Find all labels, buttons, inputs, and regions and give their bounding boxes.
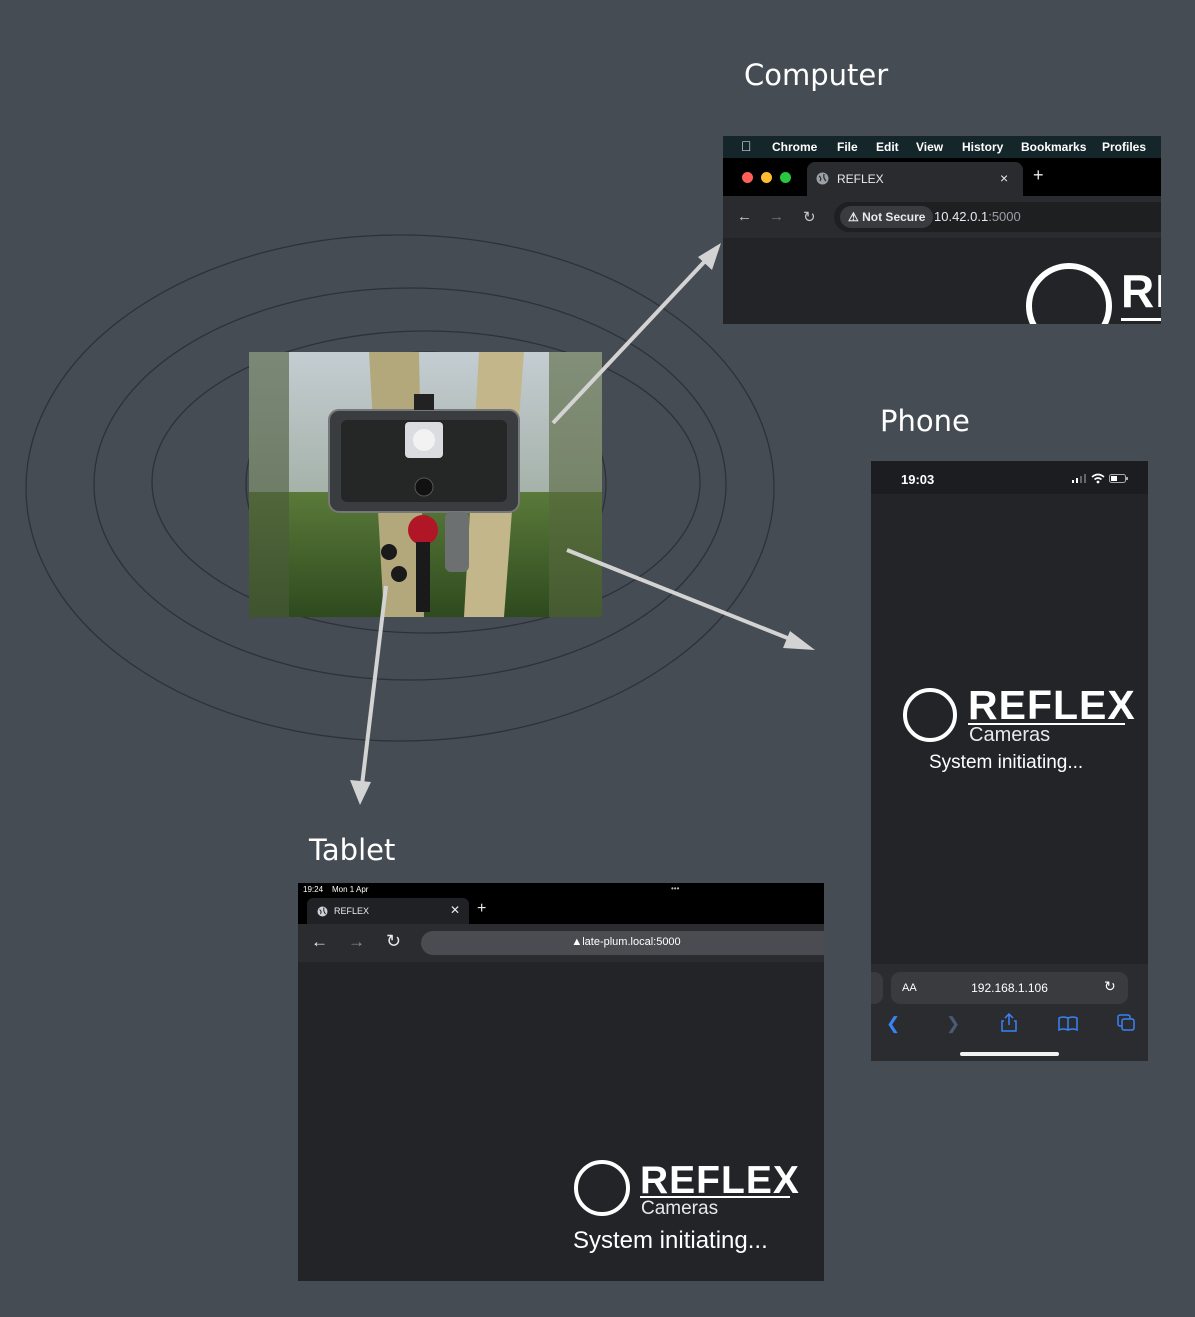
reflex-logo-ring-icon xyxy=(1026,263,1112,324)
close-tab-button[interactable]: ✕ xyxy=(450,903,461,917)
arrow-to-tablet xyxy=(360,585,388,786)
tablet-label: Tablet xyxy=(309,833,396,867)
camera-photo xyxy=(249,352,602,617)
tabs-icon[interactable] xyxy=(1117,1014,1135,1031)
computer-label: Computer xyxy=(744,58,889,92)
url-text: 10.42.0.1:5000 xyxy=(934,209,1021,224)
menu-edit[interactable]: Edit xyxy=(876,140,899,154)
logo-subtitle: Cameras xyxy=(969,724,1051,746)
mac-menu-bar:  Chrome File Edit View History Bookmark… xyxy=(723,136,1161,158)
logo-wordmark-partial: RI xyxy=(1121,265,1161,317)
address-bar[interactable]: ⚠ Not Secure 10.42.0.1:5000 xyxy=(834,202,1161,232)
arrow-to-phone-head xyxy=(783,631,815,650)
phone-time: 19:03 xyxy=(901,472,935,487)
text-size-button[interactable]: AA xyxy=(902,982,917,994)
share-icon[interactable] xyxy=(1001,1013,1017,1032)
tab-title: REFLEX xyxy=(334,906,370,916)
safari-bottom-bar: AA 192.168.1.106 ↻ ❮ ❯ xyxy=(871,964,1148,1061)
menu-profiles[interactable]: Profiles xyxy=(1102,140,1147,154)
menu-view[interactable]: View xyxy=(916,140,944,154)
globe-icon xyxy=(317,906,328,917)
tab-strip: REFLEX × + xyxy=(723,158,1161,196)
new-tab-button[interactable]: + xyxy=(1033,165,1044,185)
apple-icon[interactable]:  xyxy=(741,138,752,154)
close-window-button[interactable] xyxy=(742,172,753,183)
ring-2 xyxy=(151,330,701,634)
battery-icon xyxy=(1109,474,1128,483)
url-text: late-plum.local:5000 xyxy=(582,936,681,948)
back-arrow-icon[interactable]: ← xyxy=(737,208,752,225)
logo-underline xyxy=(968,723,1125,725)
url-row: ▲late-plum.local:5000 xyxy=(421,936,824,948)
menu-file[interactable]: File xyxy=(837,140,858,154)
tablet-status-bar: 19:24 Mon 1 Apr ••• xyxy=(298,883,824,896)
tab-reflex[interactable]: REFLEX ✕ xyxy=(307,898,469,924)
browser-toolbar: ← → ↻ ⚠ Not Secure 10.42.0.1:5000 xyxy=(723,196,1161,238)
forward-arrow-icon[interactable]: → xyxy=(769,208,784,225)
address-bar[interactable]: ▲late-plum.local:5000 xyxy=(421,931,824,955)
wifi-icon xyxy=(1091,473,1105,484)
tab-reflex[interactable]: REFLEX × xyxy=(807,162,1023,196)
minimize-window-button[interactable] xyxy=(761,172,772,183)
address-bar[interactable]: AA 192.168.1.106 ↻ xyxy=(891,972,1128,1004)
close-tab-button[interactable]: × xyxy=(1000,170,1009,186)
tablet-time: 19:24 xyxy=(303,885,324,894)
ring-4 xyxy=(25,234,775,742)
phone-label: Phone xyxy=(880,404,970,438)
forward-chevron-icon[interactable]: ❯ xyxy=(946,1014,961,1033)
home-indicator xyxy=(960,1052,1059,1056)
forward-arrow-icon[interactable]: → xyxy=(348,932,365,951)
phone-status-bar: 19:03 xyxy=(871,461,1148,494)
logo-underline xyxy=(640,1196,790,1198)
multitasking-dots[interactable]: ••• xyxy=(671,884,680,893)
arrow-to-tablet-head xyxy=(350,780,371,805)
new-tab-button[interactable]: + xyxy=(477,900,487,917)
not-secure-chip[interactable]: ⚠ Not Secure xyxy=(840,206,934,228)
reflex-logo-ring-icon xyxy=(903,688,957,742)
url-text: 192.168.1.106 xyxy=(971,981,1048,995)
menu-bookmarks[interactable]: Bookmarks xyxy=(1021,140,1087,154)
previous-tab-edge xyxy=(871,972,883,1004)
globe-icon xyxy=(816,172,829,185)
signal-icon xyxy=(1072,474,1086,483)
tablet-browser: 19:24 Mon 1 Apr ••• REFLEX ✕ + ← → ↻ ▲la… xyxy=(298,883,824,1281)
back-arrow-icon[interactable]: ← xyxy=(311,932,328,951)
tablet-date: Mon 1 Apr xyxy=(332,885,369,894)
arrow-to-computer xyxy=(551,258,708,425)
logo-underline xyxy=(1121,318,1161,321)
reflex-logo-ring-icon xyxy=(574,1160,630,1216)
bookmarks-icon[interactable] xyxy=(1058,1016,1078,1031)
reload-icon[interactable]: ↻ xyxy=(803,209,816,226)
zoom-window-button[interactable] xyxy=(780,172,791,183)
warning-icon: ▲ xyxy=(571,936,583,948)
back-chevron-icon[interactable]: ❮ xyxy=(886,1014,901,1033)
camera-on-tree-image xyxy=(249,352,602,617)
tab-title: REFLEX xyxy=(837,172,884,186)
reload-icon[interactable]: ↻ xyxy=(386,931,402,951)
phone-browser: 19:03 REFLEX Cameras System initiating..… xyxy=(871,461,1148,1061)
browser-toolbar: ← → ↻ ▲late-plum.local:5000 xyxy=(298,924,824,962)
menu-history[interactable]: History xyxy=(962,140,1004,154)
warning-icon: ⚠ xyxy=(848,210,859,224)
logo-wordmark: REFLEX xyxy=(640,1159,800,1202)
logo-wordmark: REFLEX xyxy=(968,682,1136,728)
status-message: System initiating... xyxy=(573,1227,768,1254)
arrow-to-computer-head xyxy=(698,243,721,270)
reload-icon[interactable]: ↻ xyxy=(1104,978,1116,994)
ring-3 xyxy=(93,287,727,681)
page-content: RI xyxy=(723,238,1161,324)
arrow-to-phone xyxy=(566,548,796,643)
url-port: :5000 xyxy=(988,209,1021,224)
menu-chrome[interactable]: Chrome xyxy=(772,140,818,154)
computer-browser:  Chrome File Edit View History Bookmark… xyxy=(723,136,1161,324)
status-message: System initiating... xyxy=(929,752,1084,773)
logo-subtitle: Cameras xyxy=(641,1198,719,1219)
not-secure-text: Not Secure xyxy=(862,210,926,224)
url-host: 10.42.0.1 xyxy=(934,209,989,224)
tab-bar: REFLEX ✕ + xyxy=(298,896,824,924)
